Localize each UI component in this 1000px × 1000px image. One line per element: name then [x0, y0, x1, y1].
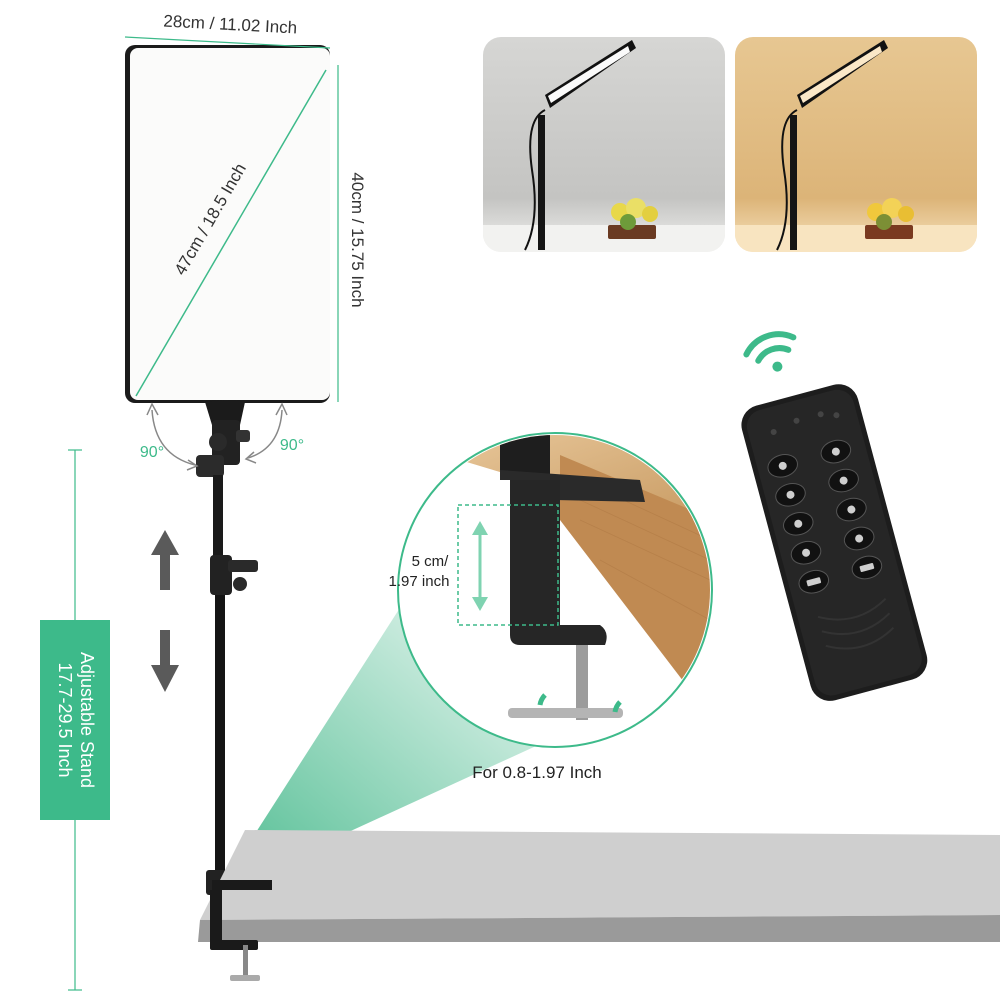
width-label: 28cm / 11.02 Inch: [163, 12, 298, 38]
wireless-signal-icon: [743, 331, 797, 372]
desk-clamp: [210, 880, 272, 981]
tilt-left-label: 90°: [140, 444, 164, 461]
desk-surface: [198, 830, 1000, 942]
height-label: 40cm / 15.75 Inch: [348, 172, 367, 307]
tilt-left-arrow-icon: [146, 402, 199, 471]
clamp-gap-line2: 1.97 inch: [389, 573, 450, 590]
adjustable-stand-badge: [40, 620, 110, 820]
remote-control-icon: [741, 384, 928, 701]
led-panel: [125, 45, 330, 403]
width-dimension: [124, 36, 331, 49]
tilt-right-label: 90°: [280, 437, 304, 454]
clamp-gap-line1: 5 cm/: [412, 553, 450, 570]
clamp-fit-label: For 0.8-1.97 Inch: [472, 763, 601, 782]
clamp-gap-arrow-icon: [472, 521, 488, 611]
badge-line2: 17.7-29.5 Inch: [55, 662, 75, 777]
height-adjust-arrow-icon: [151, 530, 179, 692]
tilt-right-arrow-icon: [244, 402, 288, 464]
clamp-gap-box: [457, 504, 559, 626]
tilt-mount: [196, 400, 250, 477]
warm-light-photo: [735, 37, 977, 252]
cool-light-photo: [483, 37, 725, 252]
badge-line1: Adjustable Stand: [77, 652, 97, 788]
